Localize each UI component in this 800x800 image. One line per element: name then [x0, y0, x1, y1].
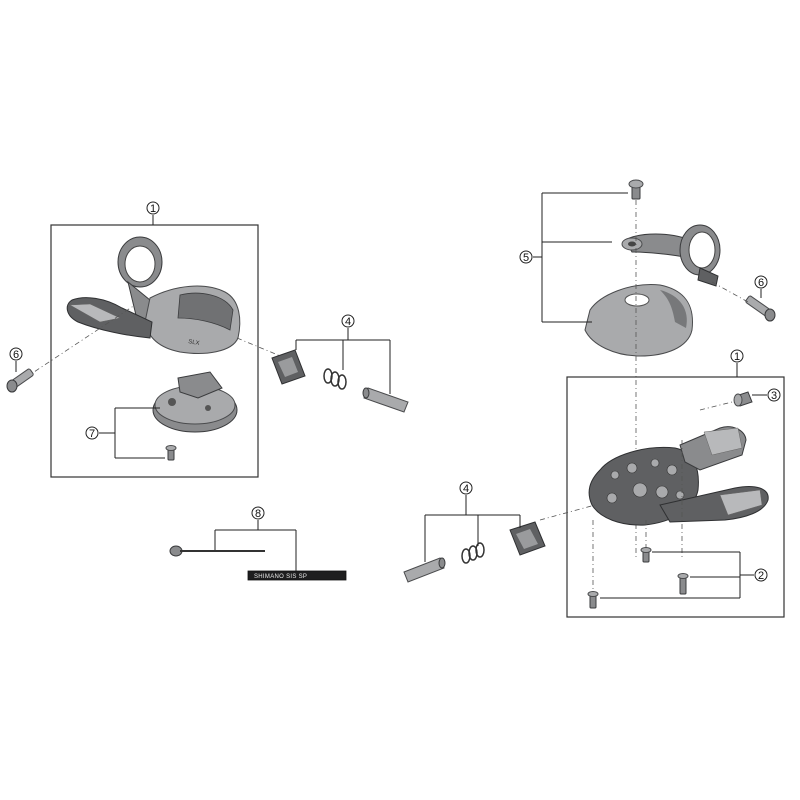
right-screw-a: [640, 547, 652, 563]
left-callout-6: 6: [9, 347, 23, 361]
left-bolt-guide: [24, 304, 136, 379]
right-assembly-frame: [566, 376, 785, 618]
outer-casing: SHIMANO SIS SP: [247, 570, 347, 581]
right-cable-adjuster-set: [403, 521, 546, 583]
left-callout-4: 4: [341, 314, 355, 328]
left-small-screw: [165, 445, 177, 461]
right-callout-4: 4: [459, 481, 473, 495]
right-callout-5: 5: [519, 250, 533, 264]
right-top-cover: [584, 284, 694, 357]
right-callout-6-label: 6: [758, 277, 764, 289]
left-adjuster-guide: [236, 337, 291, 361]
shift-cable-set: 8 SHIMANO SIS SP: [169, 506, 347, 581]
left-adjuster-spring: [323, 368, 347, 390]
right-callout-3-label: 3: [771, 390, 777, 402]
left-callout-7: 7: [85, 426, 99, 440]
right-clamp-bracket: [621, 224, 721, 287]
left-base-plate: [152, 371, 238, 433]
right-top-screw: [628, 179, 644, 200]
right-callout-1-label: 1: [734, 351, 740, 363]
cable-callout-8-label: 8: [255, 508, 261, 520]
left-callout-4-label: 4: [345, 316, 351, 328]
svg-text:SLX: SLX: [188, 339, 200, 347]
right-screw-c: [587, 591, 599, 609]
left-callout-7-label: 7: [89, 428, 95, 440]
right-callout-2: 2: [754, 568, 768, 582]
inner-cable: [169, 545, 265, 557]
right-clamp-bolt: [745, 295, 776, 322]
left-assembly-frame: [50, 224, 259, 478]
left-callout-1: 1: [146, 201, 160, 215]
right-callout-1: 1: [730, 349, 744, 363]
left-callout-1-label: 1: [150, 203, 156, 215]
left-callout-6-label: 6: [13, 349, 19, 361]
cable-label: SHIMANO SIS SP: [254, 574, 307, 580]
right-shifter-assembly: 1 3: [539, 349, 785, 618]
left-cable-adjuster-set: [271, 349, 409, 413]
right-callout-5-label: 5: [523, 252, 529, 264]
right-callout-4-label: 4: [463, 483, 469, 495]
cable-callout-8: 8: [251, 506, 265, 520]
right-callout-2-label: 2: [758, 570, 764, 582]
right-callout-3: 3: [767, 388, 781, 402]
left-shifter-assembly: 1 SLX: [24, 201, 291, 478]
left-clamp-bolt: [6, 368, 34, 393]
right-screw-b: [677, 573, 689, 595]
right-callout-6: 6: [754, 275, 768, 289]
right-adjuster-spring: [461, 542, 485, 564]
right-cap-plug: [733, 391, 753, 407]
